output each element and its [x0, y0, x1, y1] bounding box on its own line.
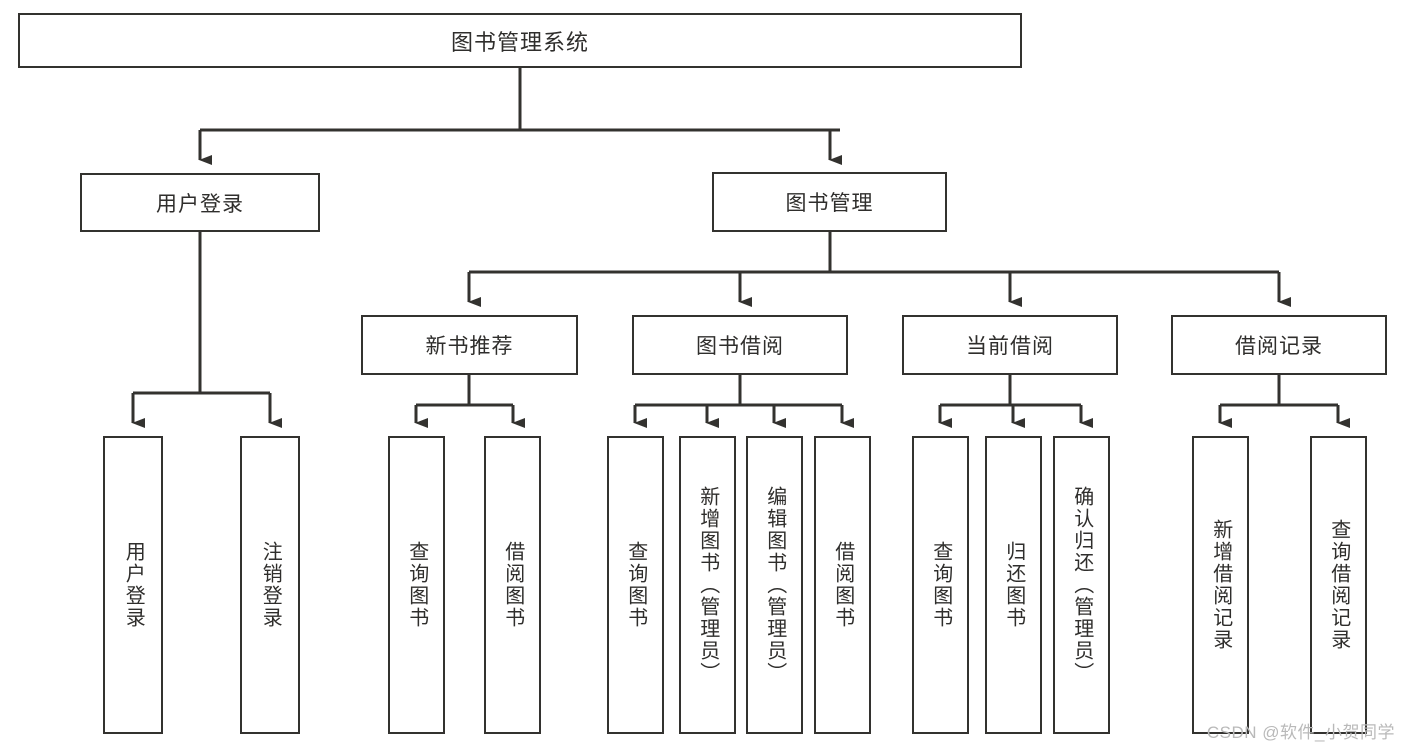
node-borrow-records[interactable]: 借阅记录 — [1171, 315, 1387, 375]
node-user-login[interactable]: 用户登录 — [80, 173, 320, 232]
leaf-label: 查询图书 — [624, 541, 647, 629]
node-new-book-recommend-label: 新书推荐 — [425, 335, 514, 358]
node-user-login-label: 用户登录 — [156, 192, 244, 216]
leaf-edit-book-admin[interactable]: 编辑图书（管理员） — [746, 436, 803, 734]
leaf-query-book-recommend[interactable]: 查询图书 — [388, 436, 445, 734]
node-current-borrow[interactable]: 当前借阅 — [902, 315, 1118, 375]
leaf-label: 查询图书 — [929, 541, 952, 629]
leaf-borrow-book-recommend[interactable]: 借阅图书 — [484, 436, 541, 734]
leaf-label: 编辑图书（管理员） — [763, 486, 786, 684]
leaf-user-login[interactable]: 用户登录 — [103, 436, 163, 734]
node-book-management-label: 图书管理 — [785, 192, 874, 215]
leaf-label: 查询图书 — [405, 541, 428, 629]
leaf-label: 新增借阅记录 — [1209, 519, 1232, 651]
watermark: CSDN @软件_小贺同学 — [1206, 723, 1395, 742]
leaf-return-book[interactable]: 归还图书 — [985, 436, 1042, 734]
node-root[interactable]: 图书管理系统 — [18, 13, 1022, 68]
leaf-label: 归还图书 — [1002, 541, 1025, 629]
leaf-query-borrow-record[interactable]: 查询借阅记录 — [1310, 436, 1367, 734]
leaf-borrow-book[interactable]: 借阅图书 — [814, 436, 871, 734]
leaf-label: 用户登录 — [122, 541, 145, 629]
leaf-add-borrow-record[interactable]: 新增借阅记录 — [1192, 436, 1249, 734]
leaf-user-logout[interactable]: 注销登录 — [240, 436, 300, 734]
node-borrow-records-label: 借阅记录 — [1235, 335, 1323, 358]
leaf-label: 借阅图书 — [831, 541, 854, 629]
leaf-query-book-current[interactable]: 查询图书 — [912, 436, 969, 734]
leaf-label: 新增图书（管理员） — [696, 486, 719, 684]
node-book-borrow-label: 图书借阅 — [696, 335, 784, 358]
node-book-management[interactable]: 图书管理 — [712, 172, 947, 232]
leaf-confirm-return-admin[interactable]: 确认归还（管理员） — [1053, 436, 1110, 734]
leaf-label: 借阅图书 — [501, 541, 524, 629]
node-current-borrow-label: 当前借阅 — [966, 335, 1054, 358]
node-root-label: 图书管理系统 — [450, 29, 589, 55]
leaf-query-book-borrow[interactable]: 查询图书 — [607, 436, 664, 734]
leaf-add-book-admin[interactable]: 新增图书（管理员） — [679, 436, 736, 734]
leaf-label: 查询借阅记录 — [1327, 519, 1350, 651]
node-new-book-recommend[interactable]: 新书推荐 — [361, 315, 578, 375]
node-book-borrow[interactable]: 图书借阅 — [632, 315, 848, 375]
leaf-label: 确认归还（管理员） — [1070, 486, 1093, 684]
leaf-label: 注销登录 — [259, 541, 282, 629]
